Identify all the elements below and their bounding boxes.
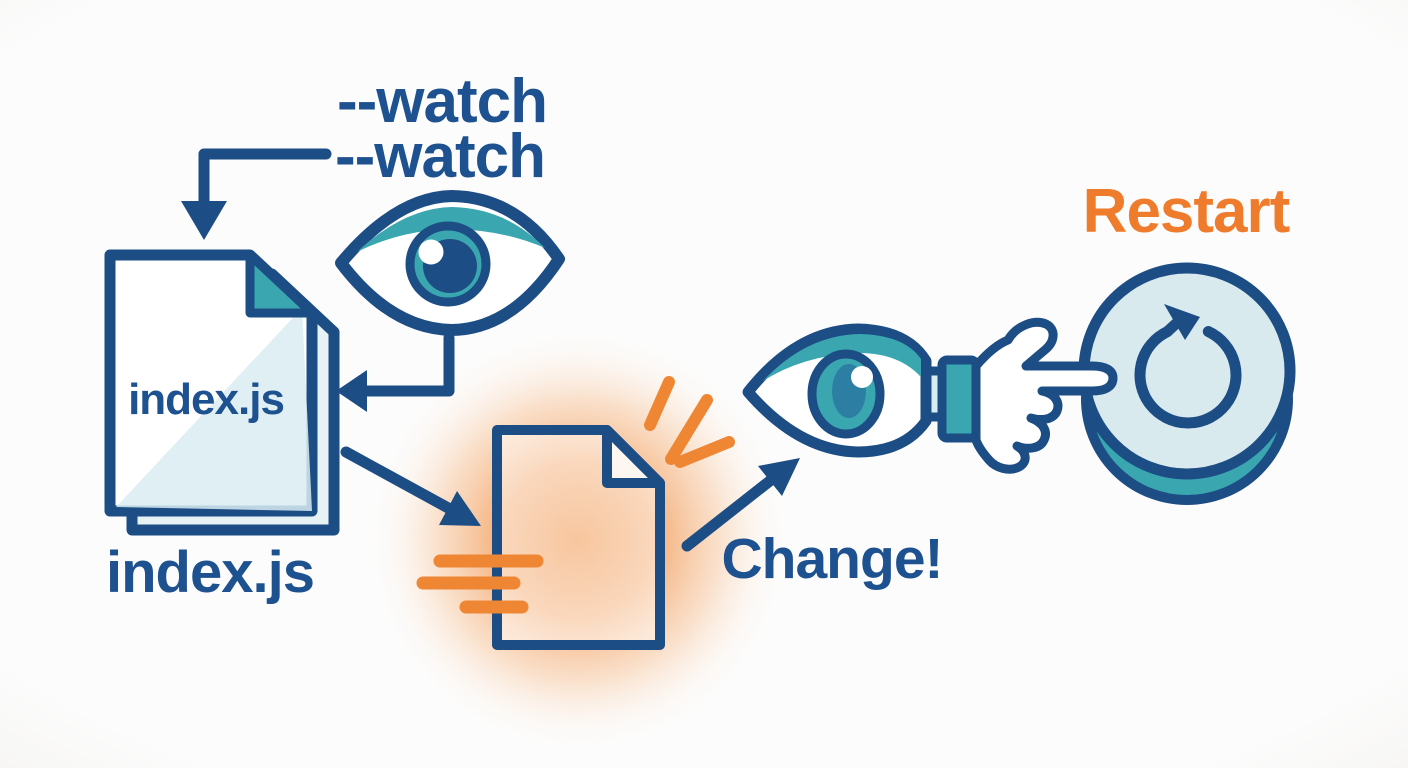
change-label: Change! <box>722 527 943 591</box>
observer-group <box>742 317 1118 474</box>
arrow-shaft <box>681 474 777 552</box>
arrow-shaft <box>340 446 456 515</box>
file-name-label: index.js <box>128 375 284 424</box>
eye-highlight <box>418 239 444 265</box>
changed-file-fold <box>602 425 665 488</box>
arrowhead <box>181 201 227 240</box>
arrow-change-to-eye <box>681 458 800 552</box>
speed-lines <box>416 554 544 614</box>
arrow-watch-to-file <box>181 148 332 240</box>
file-corner-fold <box>245 250 317 318</box>
file-caption: index.js <box>106 540 314 605</box>
watch-flag-label-2: --watch <box>335 122 545 191</box>
arrow-eye-to-file <box>336 332 455 412</box>
eye-upper-lid <box>763 334 921 381</box>
eye-upper-lid <box>357 207 545 252</box>
arrowhead <box>439 491 481 526</box>
watch-flag-label-1: --watch <box>337 67 547 136</box>
restart-label: Restart <box>1083 177 1290 246</box>
burst-line <box>644 376 675 431</box>
changed-file-icon <box>492 425 665 650</box>
eye-highlight <box>851 366 873 388</box>
burst-line <box>674 436 735 468</box>
arrowhead <box>336 370 367 412</box>
pointing-hand-icon <box>971 317 1118 474</box>
arm-cuff <box>937 355 981 443</box>
arrow-shaft <box>198 148 332 211</box>
arrowhead <box>758 458 800 496</box>
observer-eye-icon <box>742 323 932 458</box>
restart-arrow-arc <box>1134 326 1242 429</box>
burst-line <box>665 394 713 465</box>
restart-circular-arrow-icon <box>1134 304 1242 429</box>
burst-lines <box>644 376 735 468</box>
restart-arrowhead <box>1164 304 1200 340</box>
watcher-eye-icon <box>335 190 565 336</box>
arrow-shaft <box>359 332 455 397</box>
restart-button <box>1078 262 1296 505</box>
index-file-icon: index.js <box>104 249 340 536</box>
file-page-shading <box>116 308 312 511</box>
arrow-file-to-changed-file <box>340 446 481 526</box>
